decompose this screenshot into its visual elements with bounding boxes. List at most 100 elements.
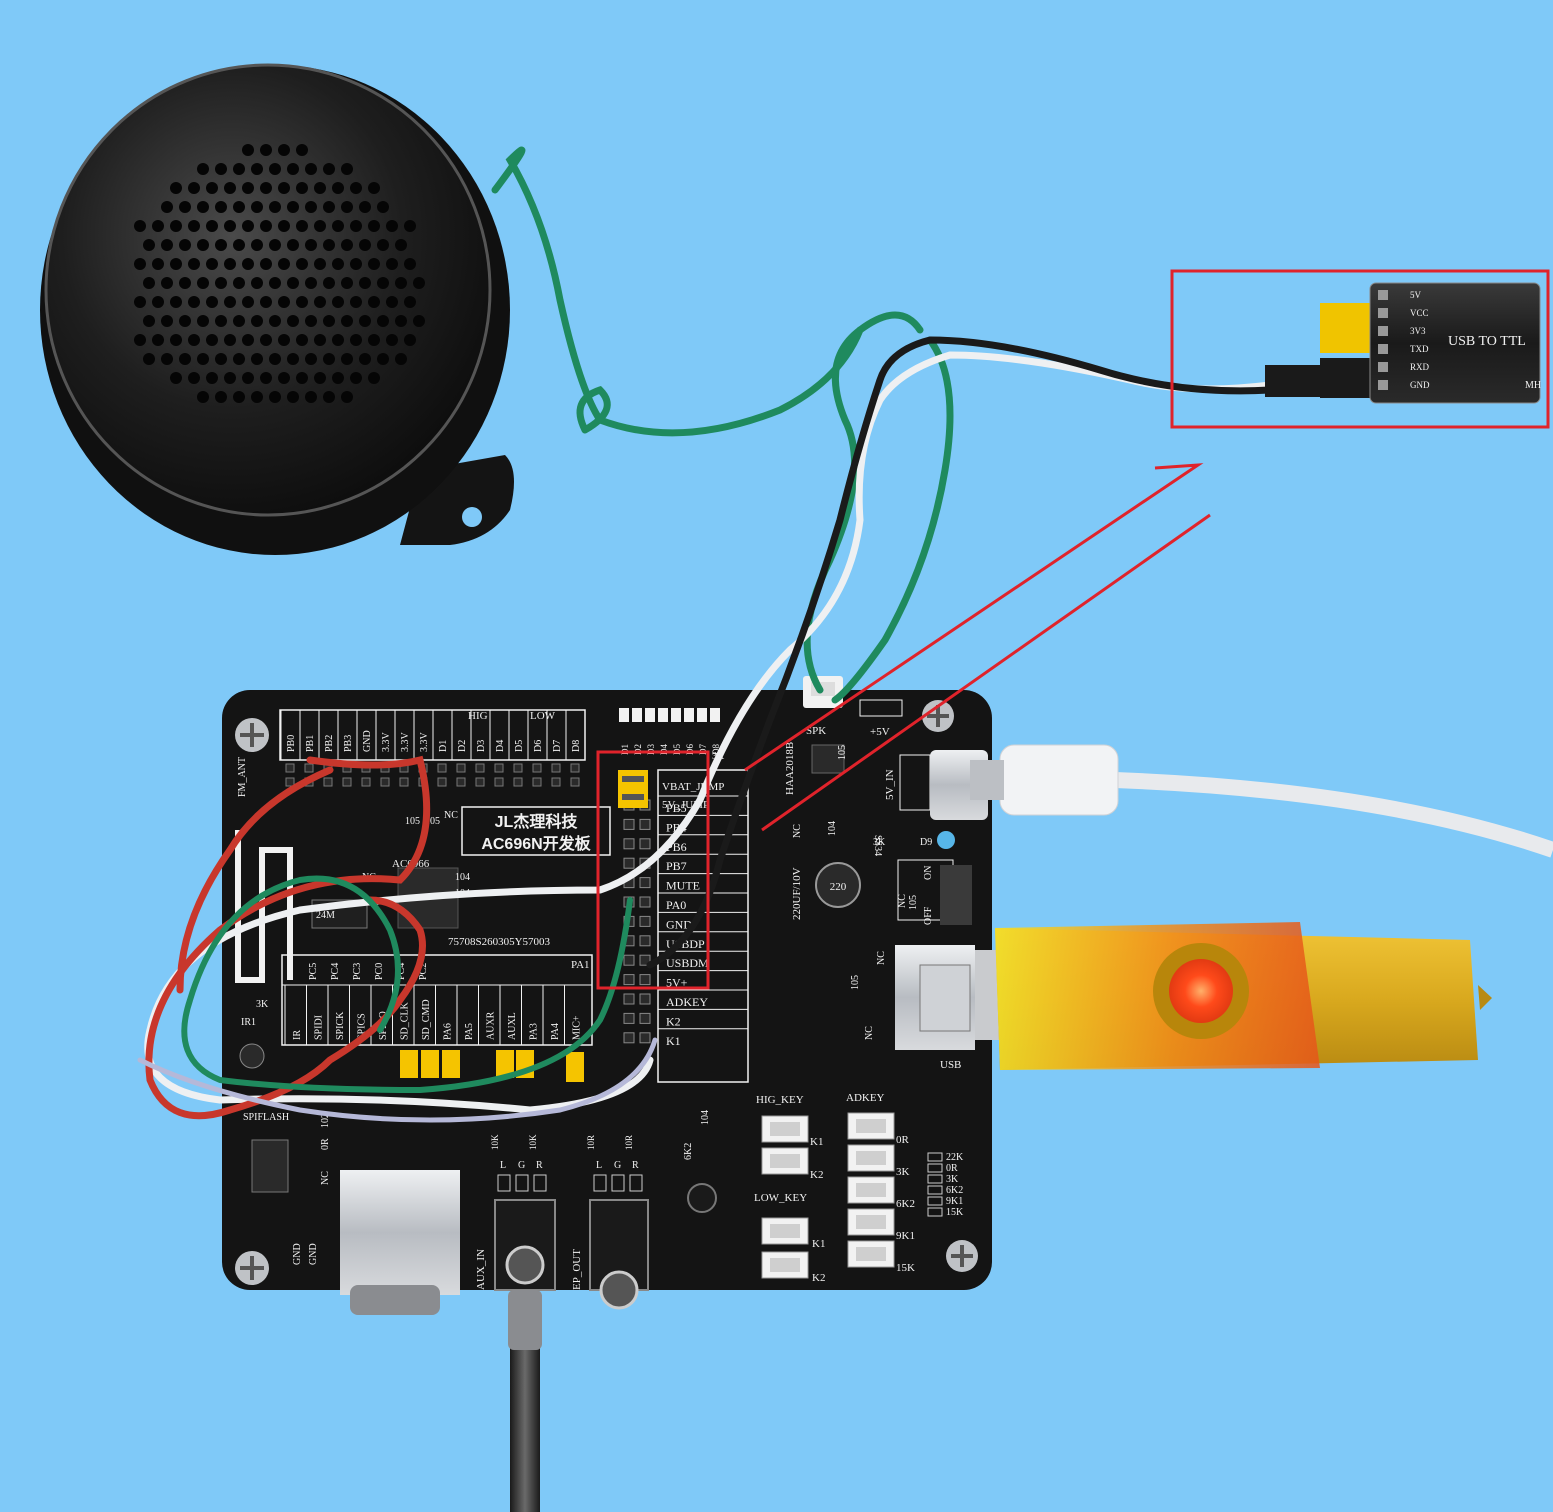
- grille-hole: [242, 182, 254, 194]
- d-header-pin: D6: [685, 744, 695, 755]
- grille-hole: [134, 334, 146, 346]
- grille-hole: [368, 372, 380, 384]
- switch-off: OFF: [923, 906, 934, 925]
- grille-hole: [341, 239, 353, 251]
- speaker-grille-holes: [134, 144, 425, 403]
- grille-hole: [206, 182, 218, 194]
- jack-pin-label: R: [536, 1160, 543, 1171]
- mid-header-pin: PA0: [666, 898, 686, 912]
- jack-pin-label: R: [632, 1160, 639, 1171]
- aux-in-label: AUX_IN: [475, 1249, 487, 1290]
- mid-header-pin: MUTE: [666, 879, 700, 893]
- hig-key-k2: K2: [810, 1169, 823, 1181]
- grille-hole: [350, 334, 362, 346]
- usb-drive: [975, 922, 1492, 1070]
- screw-icon: [946, 1240, 978, 1272]
- mid-header-pin: ADKEY: [666, 995, 708, 1009]
- left-header-bottom-pin: PA3: [529, 1023, 540, 1040]
- grille-hole: [188, 372, 200, 384]
- misc-51k-a: 104: [455, 872, 470, 883]
- grille-hole: [152, 220, 164, 232]
- top-cap-a: 105: [405, 816, 420, 827]
- left-header-bottom-pin: AUXR: [486, 1011, 497, 1040]
- grille-hole: [152, 296, 164, 308]
- grille-hole: [287, 315, 299, 327]
- grille-hole: [242, 334, 254, 346]
- misc-104-amp: 104: [827, 821, 838, 836]
- d-header-pin: D5: [672, 744, 682, 755]
- grille-hole: [296, 220, 308, 232]
- grille-hole: [332, 182, 344, 194]
- usb-port-label: USB: [940, 1059, 961, 1071]
- top-header-pin: 3.3V: [381, 732, 392, 753]
- left-header-bottom-pin: SD_CMD: [421, 999, 432, 1040]
- grille-hole: [215, 315, 227, 327]
- jack-pin-label: L: [500, 1160, 506, 1171]
- mid-header: PB5PB4PB6PB7MUTEPA0GNDUSBDPUSBDM5V+ADKEY…: [623, 769, 749, 1083]
- grille-hole: [206, 258, 218, 270]
- grille-hole: [224, 372, 236, 384]
- diode-label: SS34: [872, 835, 883, 856]
- grille-hole: [323, 163, 335, 175]
- misc-104-label: 104: [700, 1110, 711, 1125]
- plus5v-label: +5V: [870, 726, 890, 738]
- grille-hole: [341, 391, 353, 403]
- grille-hole: [359, 315, 371, 327]
- grille-hole: [404, 296, 416, 308]
- grille-hole: [395, 315, 407, 327]
- left-header-bottom-pin: SPICK: [335, 1011, 346, 1040]
- misc-6k2-label: 6K2: [683, 1143, 694, 1160]
- grille-hole: [314, 258, 326, 270]
- top-group-low: LOW: [530, 710, 556, 722]
- grille-hole: [224, 220, 236, 232]
- grille-hole: [143, 239, 155, 251]
- ttl-pin: 3V3: [1410, 326, 1426, 336]
- jack-pin-label: L: [596, 1160, 602, 1171]
- grille-hole: [269, 391, 281, 403]
- grille-hole: [161, 277, 173, 289]
- grille-hole: [179, 239, 191, 251]
- grille-hole: [233, 315, 245, 327]
- grille-hole: [305, 315, 317, 327]
- red-pointer-arrow: [744, 463, 1211, 832]
- adkey-value: 15K: [896, 1262, 915, 1274]
- grille-hole: [188, 258, 200, 270]
- top-header-pin: D8: [571, 740, 582, 752]
- hig-key-k1: K1: [810, 1136, 823, 1148]
- grille-hole: [260, 182, 272, 194]
- grille-hole: [206, 296, 218, 308]
- grille-hole: [350, 296, 362, 308]
- left-header-top-pin: PC2: [418, 963, 429, 980]
- grille-hole: [377, 239, 389, 251]
- low-key-k1: K1: [812, 1238, 825, 1250]
- amp-label: HAA2018B: [784, 742, 796, 795]
- left-header-top-pin: PC0: [374, 963, 385, 980]
- grille-hole: [305, 239, 317, 251]
- grille-hole: [332, 220, 344, 232]
- grille-hole: [260, 144, 272, 156]
- jumper-label: VBAT_JUMP: [662, 781, 724, 793]
- grille-hole: [188, 334, 200, 346]
- grille-hole: [251, 239, 263, 251]
- top-header-pin: PB2: [324, 735, 335, 752]
- grille-hole: [179, 201, 191, 213]
- grille-hole: [368, 296, 380, 308]
- grille-hole: [170, 182, 182, 194]
- res-3k-left: 3K: [256, 999, 269, 1010]
- adkey-res-label: 6K2: [946, 1185, 963, 1196]
- grille-hole: [287, 163, 299, 175]
- grille-hole: [305, 277, 317, 289]
- grille-hole: [296, 296, 308, 308]
- grille-hole: [341, 353, 353, 365]
- grille-hole: [278, 144, 290, 156]
- switch-105: 105: [908, 895, 919, 910]
- grille-hole: [197, 391, 209, 403]
- usb-cap-nc: NC: [876, 951, 887, 965]
- grille-hole: [296, 182, 308, 194]
- usb-cap-105: 105: [850, 975, 861, 990]
- jack-res-label: 10R: [586, 1135, 596, 1150]
